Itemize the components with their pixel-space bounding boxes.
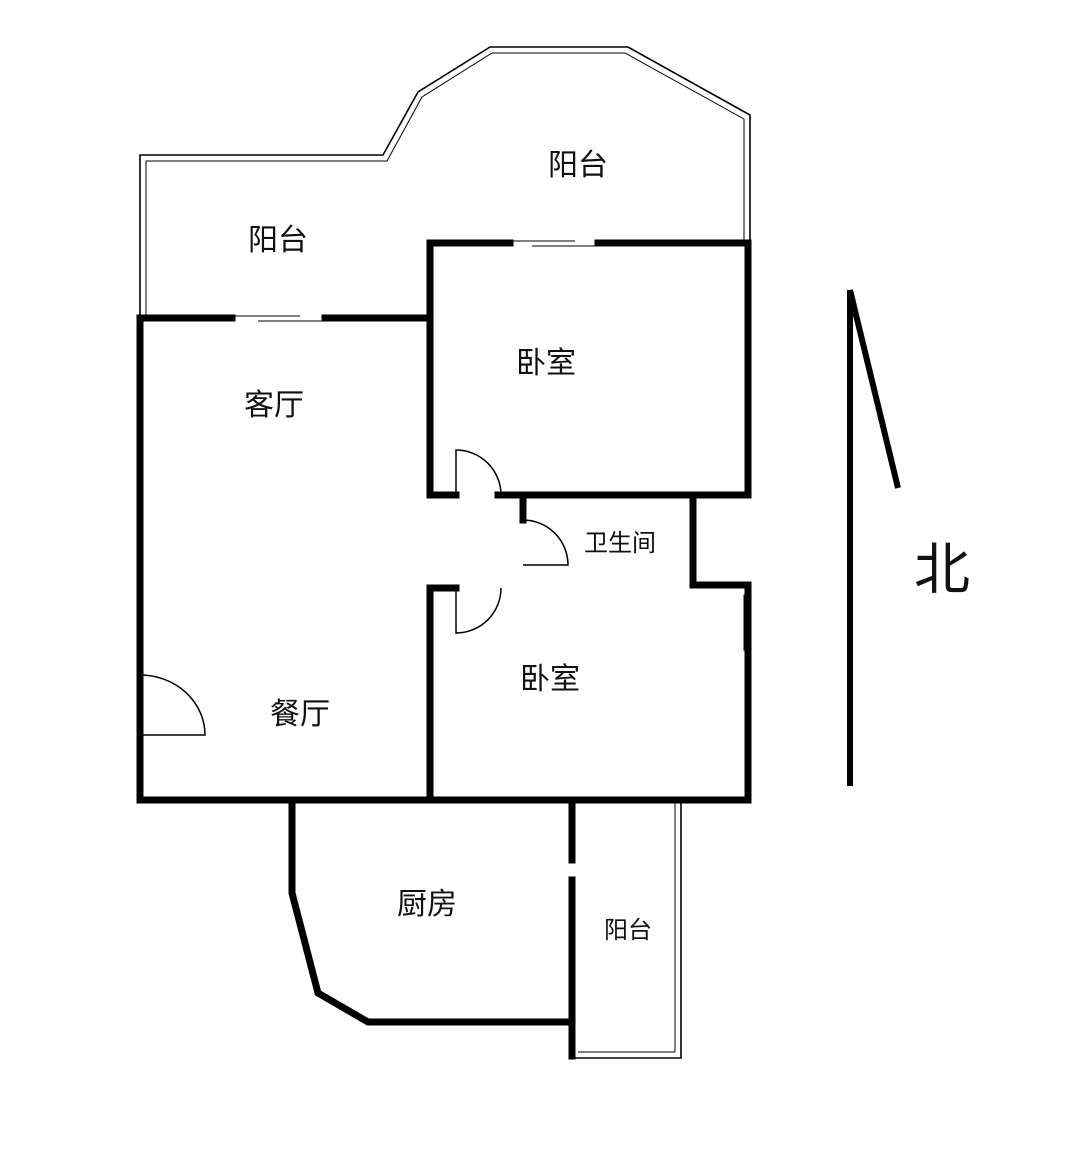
room-label-bedroom-upper: 卧室: [516, 346, 576, 381]
room-label-bedroom-lower: 卧室: [520, 662, 580, 697]
bedroom-upper-walls: [426, 239, 752, 499]
bathroom-walls: [519, 491, 752, 589]
balcony-railing-south: [572, 799, 682, 1059]
room-label-kitchen: 厨房: [397, 887, 457, 922]
room-label-balcony-south: 阳台: [604, 916, 652, 944]
north-arrow-icon: [847, 289, 901, 786]
exterior-walls: [136, 314, 752, 804]
kitchen-walls: [288, 796, 576, 1060]
room-label-living-room: 客厅: [244, 388, 304, 423]
bedroom-lower-walls: [426, 584, 752, 804]
room-label-bathroom: 卫生间: [584, 529, 656, 557]
compass-label-north: 北: [914, 538, 970, 603]
balcony-railing-upper: [139, 46, 751, 318]
sliding-doors: [232, 240, 598, 799]
room-label-balcony-north-west: 阳台: [248, 223, 308, 258]
room-label-balcony-north-east: 阳台: [548, 148, 608, 183]
doors: [139, 449, 569, 736]
room-label-dining-room: 餐厅: [270, 697, 330, 732]
